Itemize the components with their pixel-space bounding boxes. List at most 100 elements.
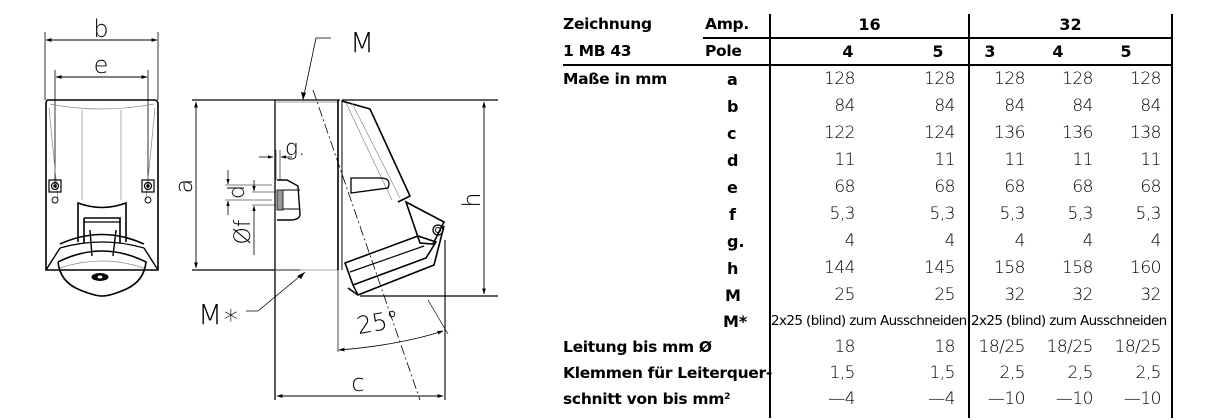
value-cell: 158 <box>994 258 1025 278</box>
value-cell: 84 <box>834 96 855 116</box>
value-cell: 4 <box>944 231 956 251</box>
value-cell: 11 <box>1140 150 1161 170</box>
dimension-g-label: g. <box>285 136 305 161</box>
table-row-klemmen-from: Klemmen für Leiterquer- 1,5 1,5 2,5 2,5 … <box>563 360 1183 387</box>
value-cell: 128 <box>1062 69 1093 89</box>
value-cell: 4 <box>1150 231 1162 251</box>
value-cell: 122 <box>824 123 855 143</box>
table-row-e: e 68 68 68 68 68 <box>563 174 1183 201</box>
header-rule-1 <box>703 37 1173 39</box>
divider-right-edge <box>1171 14 1173 418</box>
header-row-amp: Zeichnung Amp. 16 32 <box>563 11 1183 38</box>
value-cell: 11 <box>1072 150 1093 170</box>
table-row-g: g. 4 4 4 4 4 <box>563 228 1183 255</box>
value-cell: 68 <box>1072 177 1093 197</box>
value-cell: 160 <box>1130 258 1161 278</box>
value-cell: 5,3 <box>999 204 1025 224</box>
value-cell: 136 <box>1062 123 1093 143</box>
value-cell: 32 <box>1004 285 1025 305</box>
leitung-label: Leitung bis mm Ø <box>563 338 712 356</box>
value-cell: 124 <box>924 123 955 143</box>
poles-32-4: 4 <box>1052 42 1064 61</box>
table-row-h: h 144 145 158 158 160 <box>563 255 1183 282</box>
row-key: c <box>727 124 737 143</box>
value-cell: 68 <box>1004 177 1025 197</box>
row-key: M* <box>723 312 748 331</box>
value-cell: 158 <box>1062 258 1093 278</box>
angle-label: 25° <box>355 305 402 340</box>
value-cell: 138 <box>1130 123 1161 143</box>
value-cell: 84 <box>1004 96 1025 116</box>
amp-16: 16 <box>858 15 881 34</box>
klemmen-label-line1: Klemmen für Leiterquer- <box>563 364 772 382</box>
row-key: e <box>727 178 738 197</box>
value-cell: 18/25 <box>1046 337 1094 357</box>
dimension-d-label: d <box>225 185 250 199</box>
value-cell: 2,5 <box>1135 363 1161 383</box>
value-cell: 1,5 <box>829 363 855 383</box>
table-row-leitung: Leitung bis mm Ø 18 18 18/25 18/25 18/25 <box>563 334 1183 361</box>
table-row-M: M 25 25 32 32 32 <box>563 282 1183 309</box>
divider-key-column <box>769 14 771 418</box>
divider-amp-groups <box>968 14 970 418</box>
value-cell: 18 <box>834 337 855 357</box>
value-cell: 11 <box>834 150 855 170</box>
row-key: a <box>727 70 738 89</box>
value-cell: 136 <box>994 123 1025 143</box>
socket-drawing-svg: b e <box>44 15 498 401</box>
value-cell: 25 <box>834 285 855 305</box>
front-view <box>44 32 159 297</box>
value-cell: 32 <box>1072 285 1093 305</box>
value-cell: 84 <box>1140 96 1161 116</box>
value-cell: 4 <box>1082 231 1094 251</box>
klemmen-label-text: schnitt von bis mm <box>563 390 725 408</box>
poles-16-5: 5 <box>932 42 944 61</box>
value-cell: 128 <box>1130 69 1161 89</box>
value-cell: —4 <box>828 389 855 409</box>
amp-32: 32 <box>1059 15 1082 34</box>
value-cell: 4 <box>1014 231 1026 251</box>
value-cell: 25 <box>934 285 955 305</box>
side-view <box>192 37 498 401</box>
value-cell: 18/25 <box>978 337 1026 357</box>
dimension-c-label: c <box>351 369 364 397</box>
value-cell: 4 <box>844 231 856 251</box>
value-cell: 1,5 <box>929 363 955 383</box>
m-star-32-value: 2x25 (blind) zum Ausschneiden <box>971 313 1167 329</box>
value-cell: —4 <box>928 389 955 409</box>
table-row-d: d 11 11 11 11 11 <box>563 147 1183 174</box>
header-row-poles: 1 MB 43 Pole 4 5 3 4 5 <box>563 38 1183 65</box>
dimension-e-label: e <box>94 51 109 79</box>
value-cell: 2,5 <box>1067 363 1093 383</box>
superscript: 2 <box>724 392 731 402</box>
value-cell: —10 <box>987 389 1026 409</box>
value-cell: 5,3 <box>929 204 955 224</box>
poles-32-3: 3 <box>984 42 996 61</box>
table-row-f: f 5,3 5,3 5,3 5,3 5,3 <box>563 201 1183 228</box>
value-cell: 145 <box>924 258 955 278</box>
amp-label: Amp. <box>705 15 749 33</box>
value-cell: —10 <box>1055 389 1094 409</box>
value-cell: 144 <box>824 258 855 278</box>
poles-32-5: 5 <box>1120 42 1132 61</box>
klemmen-label-line2: schnitt von bis mm2 <box>563 386 730 413</box>
value-cell: 84 <box>1072 96 1093 116</box>
dimension-f-label: Øf <box>231 219 256 244</box>
poles-label: Pole <box>705 42 742 60</box>
m-star-16-value: 2x25 (blind) zum Ausschneiden <box>771 313 967 329</box>
table-row-a: Maße in mm a 128 128 128 128 128 <box>563 66 1183 93</box>
value-cell: 5,3 <box>1067 204 1093 224</box>
table-row-c: c 122 124 136 136 138 <box>563 120 1183 147</box>
table-row-b: b 84 84 84 84 84 <box>563 93 1183 120</box>
dimension-M-label: M <box>350 26 374 59</box>
value-cell: 32 <box>1140 285 1161 305</box>
dimension-M-star-label: M∗ <box>198 298 240 331</box>
table-row-klemmen-to: schnitt von bis mm2 —4 —4 —10 —10 —10 <box>563 386 1183 413</box>
section-label: Maße in mm <box>563 70 667 88</box>
value-cell: 68 <box>834 177 855 197</box>
value-cell: 128 <box>924 69 955 89</box>
value-cell: —10 <box>1123 389 1162 409</box>
value-cell: 5,3 <box>1135 204 1161 224</box>
value-cell: 68 <box>934 177 955 197</box>
technical-drawing: b e <box>0 0 560 420</box>
